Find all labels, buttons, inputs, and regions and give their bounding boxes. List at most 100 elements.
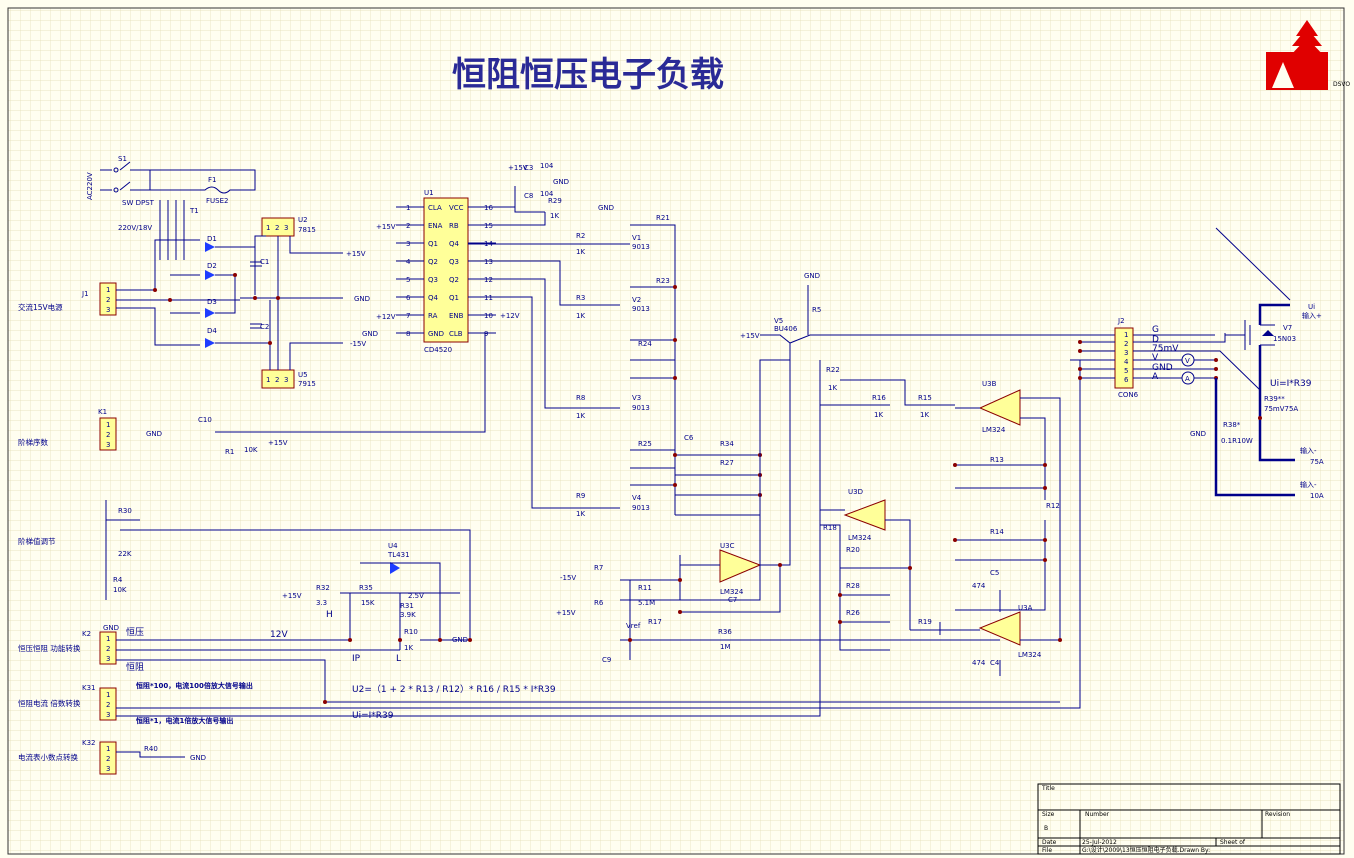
u1-pin-right-3: Q3 (449, 258, 459, 266)
svg-text:F1: F1 (208, 176, 216, 184)
u1-pin-left-3: Q2 (428, 258, 438, 266)
formula-u2: U2=（1 + 2 * R13 / R12）* R16 / R15 * I*R3… (352, 684, 556, 695)
u1-pinnum-right-4: 12 (484, 276, 493, 284)
svg-text:220V/18V: 220V/18V (118, 224, 152, 232)
svg-text:LM324: LM324 (982, 426, 1006, 434)
svg-text:K2: K2 (82, 630, 91, 638)
svg-text:GND: GND (146, 430, 162, 438)
svg-text:B: B (1044, 825, 1048, 832)
svg-text:U3A: U3A (1018, 604, 1033, 612)
svg-text:R2: R2 (576, 232, 585, 240)
u1-pin-left-1: ENA (428, 222, 443, 230)
svg-text:输入+: 输入+ (1302, 311, 1322, 320)
svg-text:R35: R35 (359, 584, 373, 592)
svg-text:R16: R16 (872, 394, 886, 402)
svg-text:1K: 1K (576, 312, 585, 320)
svg-text:Revision: Revision (1265, 811, 1290, 818)
u1-pin-right-1: RB (449, 222, 459, 230)
u1-pinnum-right-1: 15 (484, 222, 493, 230)
svg-text:R11: R11 (638, 584, 652, 592)
u1-pin-left-2: Q1 (428, 240, 438, 248)
svg-text:R7: R7 (594, 564, 603, 572)
svg-text:12V: 12V (270, 630, 288, 640)
svg-text:R23: R23 (656, 277, 670, 285)
opamp-u3a: U3A LM324 (978, 604, 1042, 659)
svg-text:2: 2 (275, 376, 279, 384)
svg-text:GND: GND (1190, 430, 1206, 438)
svg-text:3: 3 (106, 711, 110, 719)
u1-pin-left-0: CLA (428, 204, 442, 212)
svg-text:R39**: R39** (1264, 395, 1285, 403)
label-decimal-switch: 电流表小数点转换 (18, 752, 78, 762)
svg-text:GND: GND (103, 624, 119, 632)
opamp-u3c: U3C LM324 (719, 542, 762, 596)
svg-text:Ui: Ui (1308, 303, 1315, 311)
opamp-u3d: U3D LM324 (843, 488, 886, 542)
svg-text:T1: T1 (189, 207, 199, 215)
svg-text:D2: D2 (207, 262, 217, 270)
driver-transistor-v5: V5 BU406 +15V R5 GND (740, 272, 1215, 570)
svg-text:V2: V2 (632, 296, 641, 304)
svg-text:R9: R9 (576, 492, 585, 500)
svg-text:C5: C5 (990, 569, 999, 577)
svg-text:L: L (396, 654, 401, 664)
svg-text:R36: R36 (718, 628, 732, 636)
u1-pinnum-left-2: 3 (406, 240, 410, 248)
u1-pinnum-left-4: 5 (406, 276, 410, 284)
svg-text:R10: R10 (404, 628, 418, 636)
label-step-adjust: 阶梯值调节 (18, 536, 56, 546)
svg-text:A: A (1152, 372, 1159, 382)
svg-text:1: 1 (106, 745, 110, 753)
svg-text:K31: K31 (82, 684, 96, 692)
svg-text:25-Jul-2012: 25-Jul-2012 (1082, 839, 1117, 846)
title-block: Title Size B Number Revision Date 25-Jul… (1037, 783, 1341, 855)
svg-text:2: 2 (106, 755, 110, 763)
svg-text:1K: 1K (550, 212, 559, 220)
svg-text:R26: R26 (846, 609, 860, 617)
u1-pinnum-right-3: 13 (484, 258, 493, 266)
svg-text:R24: R24 (638, 340, 652, 348)
svg-text:GND: GND (598, 204, 614, 212)
svg-text:C6: C6 (684, 434, 694, 442)
svg-text:J2: J2 (1117, 317, 1125, 325)
svg-text:+15V: +15V (346, 250, 366, 258)
svg-text:2: 2 (1124, 340, 1128, 348)
svg-text:0.1R10W: 0.1R10W (1221, 437, 1253, 445)
svg-text:+15V: +15V (556, 609, 576, 617)
svg-text:U5: U5 (298, 371, 308, 379)
svg-text:GND: GND (354, 295, 370, 303)
svg-text:V4: V4 (632, 494, 642, 502)
svg-text:474: 474 (972, 659, 986, 667)
svg-text:R40: R40 (144, 745, 158, 753)
connector-k1: K1 123 (98, 408, 117, 451)
sheet-border (7, 7, 1345, 855)
svg-text:C9: C9 (602, 656, 611, 664)
svg-text:Title: Title (1041, 785, 1055, 792)
svg-text:V: V (1185, 357, 1190, 365)
k31-note-x100: 恒阻*100，电流100倍放大信号输出 (135, 681, 253, 690)
svg-text:3: 3 (106, 306, 110, 314)
svg-text:1: 1 (106, 421, 110, 429)
svg-text:3: 3 (284, 376, 288, 384)
svg-text:+12V: +12V (376, 313, 396, 321)
svg-text:BU406: BU406 (774, 325, 798, 333)
svg-text:1K: 1K (576, 248, 585, 256)
svg-text:Ui=I*R39: Ui=I*R39 (1270, 379, 1312, 389)
connector-k2: K2 123 (82, 630, 117, 665)
svg-text:AC220V: AC220V (86, 172, 94, 200)
svg-text:75mV: 75mV (1152, 344, 1179, 354)
svg-text:104: 104 (540, 162, 554, 170)
svg-text:R12: R12 (1046, 502, 1060, 510)
label-mode-switch: 恒压恒阻 功能转换 (18, 643, 81, 653)
svg-text:Sheet of: Sheet of (1220, 839, 1246, 846)
svg-text:H: H (326, 610, 333, 620)
svg-text:6: 6 (1124, 376, 1129, 384)
svg-text:C10: C10 (198, 416, 212, 424)
u1-pinnum-right-0: 16 (484, 204, 493, 212)
svg-text:75A: 75A (1310, 458, 1324, 466)
svg-text:2: 2 (275, 224, 279, 232)
svg-text:2: 2 (106, 645, 110, 653)
